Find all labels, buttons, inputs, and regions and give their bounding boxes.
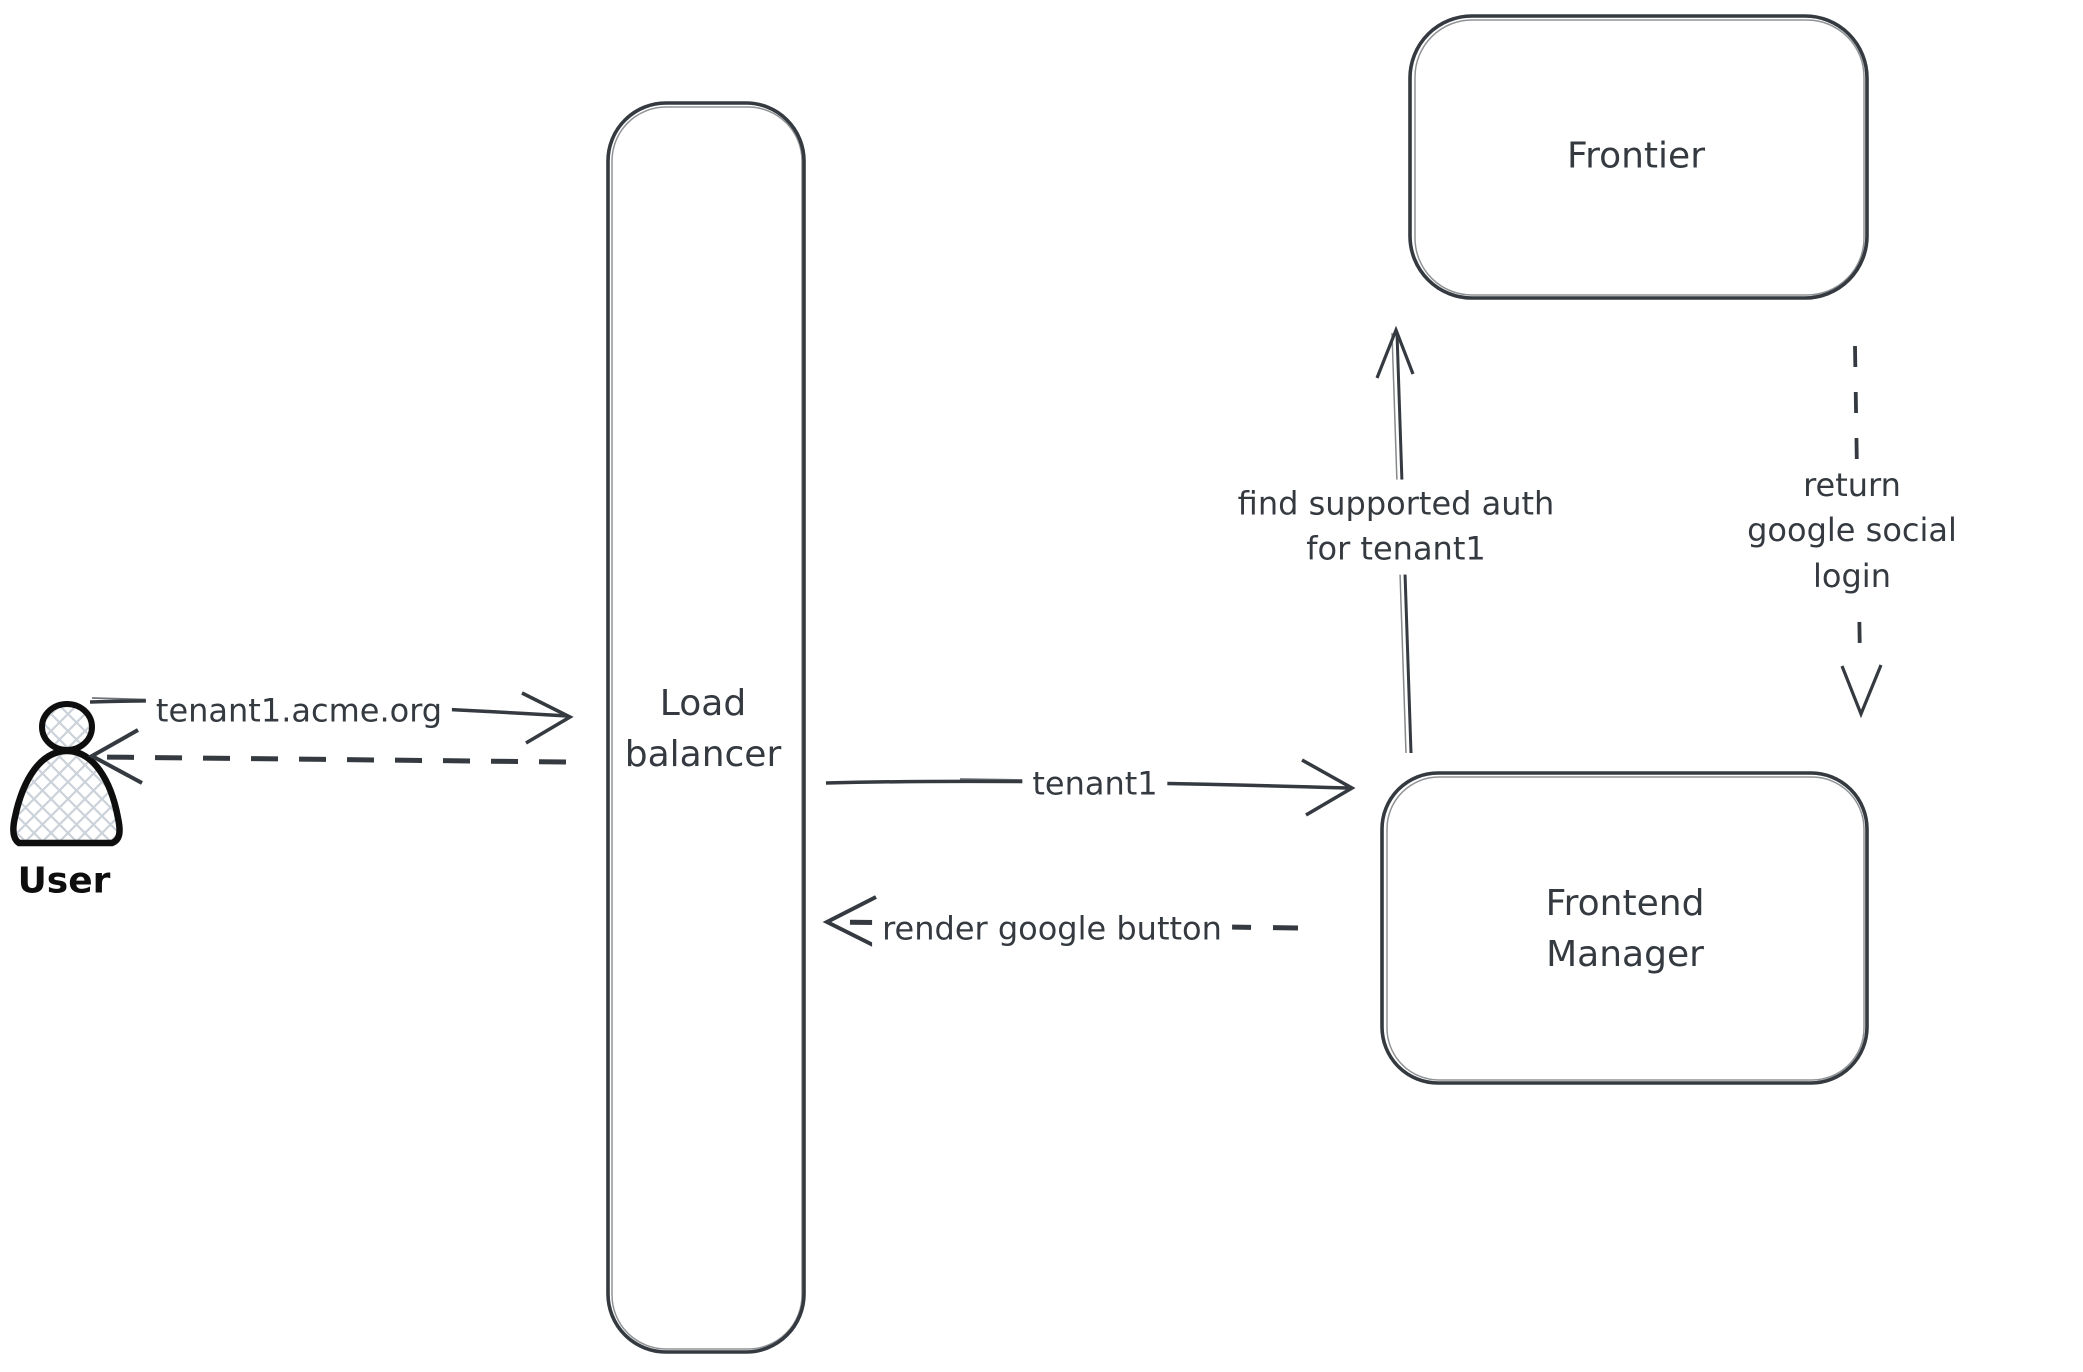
frontier-node xyxy=(1408,14,1869,300)
edge-forward-tenant-label: tenant1 xyxy=(1022,759,1168,809)
frontend-manager-label: Frontend Manager xyxy=(1545,882,1705,975)
load-balancer-label: Load balancer xyxy=(624,682,782,775)
arrowhead-right-icon xyxy=(1301,758,1356,817)
person-icon xyxy=(10,701,123,847)
edge-request-domain-label: tenant1.acme.org xyxy=(145,686,453,736)
arrowhead-right-icon xyxy=(521,691,574,745)
load-balancer-node xyxy=(606,101,806,1354)
edge-render-button xyxy=(822,895,1299,950)
arrowhead-up-icon xyxy=(1375,325,1415,379)
arrowhead-left-icon xyxy=(822,895,880,950)
edge-render-button-label: render google button xyxy=(872,904,1232,954)
edge-find-auth-label: find supported auth for tenant1 xyxy=(1227,479,1565,575)
frontend-manager-node xyxy=(1380,771,1869,1085)
edge-response-to-user xyxy=(87,728,567,785)
user-label: User xyxy=(17,860,111,902)
arrowhead-left-icon xyxy=(87,728,143,785)
edge-return-login-label: return google social login xyxy=(1736,460,1968,602)
arrowhead-down-icon xyxy=(1840,664,1883,719)
frontier-label: Frontier xyxy=(1566,135,1706,177)
